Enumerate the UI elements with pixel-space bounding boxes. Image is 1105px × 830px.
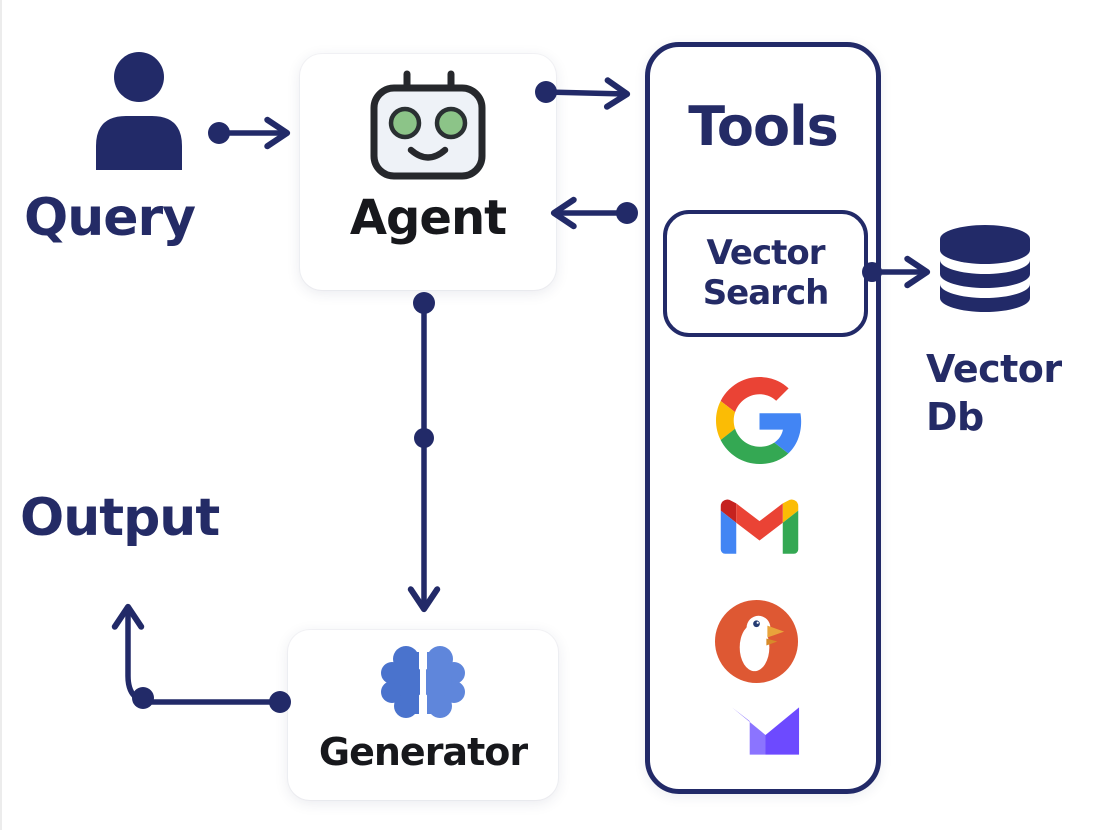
arrow-generator-to-output xyxy=(111,603,283,705)
google-search-icon xyxy=(716,377,802,464)
agent-label: Agent xyxy=(349,190,507,246)
generator-label: Generator xyxy=(318,730,528,774)
arrow-agent-to-tools xyxy=(543,77,631,110)
query-label: Query xyxy=(24,188,196,248)
gmail-icon xyxy=(720,499,799,554)
brain-icon xyxy=(381,644,465,724)
duckduckgo-icon xyxy=(714,599,799,684)
generator-node: Generator xyxy=(288,630,558,800)
proton-mail-icon xyxy=(731,707,800,755)
database-icon xyxy=(940,225,1030,312)
user-icon xyxy=(96,52,182,170)
tools-container: Tools Vector Search xyxy=(645,42,881,794)
vector-search-label: Vector Search xyxy=(702,233,830,313)
agent-node: Agent xyxy=(300,54,556,290)
tools-label: Tools xyxy=(688,95,839,158)
vector-db-label: Vector Db xyxy=(926,347,1062,439)
output-label: Output xyxy=(20,488,220,548)
robot-icon xyxy=(370,70,486,180)
vector-search-node: Vector Search xyxy=(663,210,868,337)
